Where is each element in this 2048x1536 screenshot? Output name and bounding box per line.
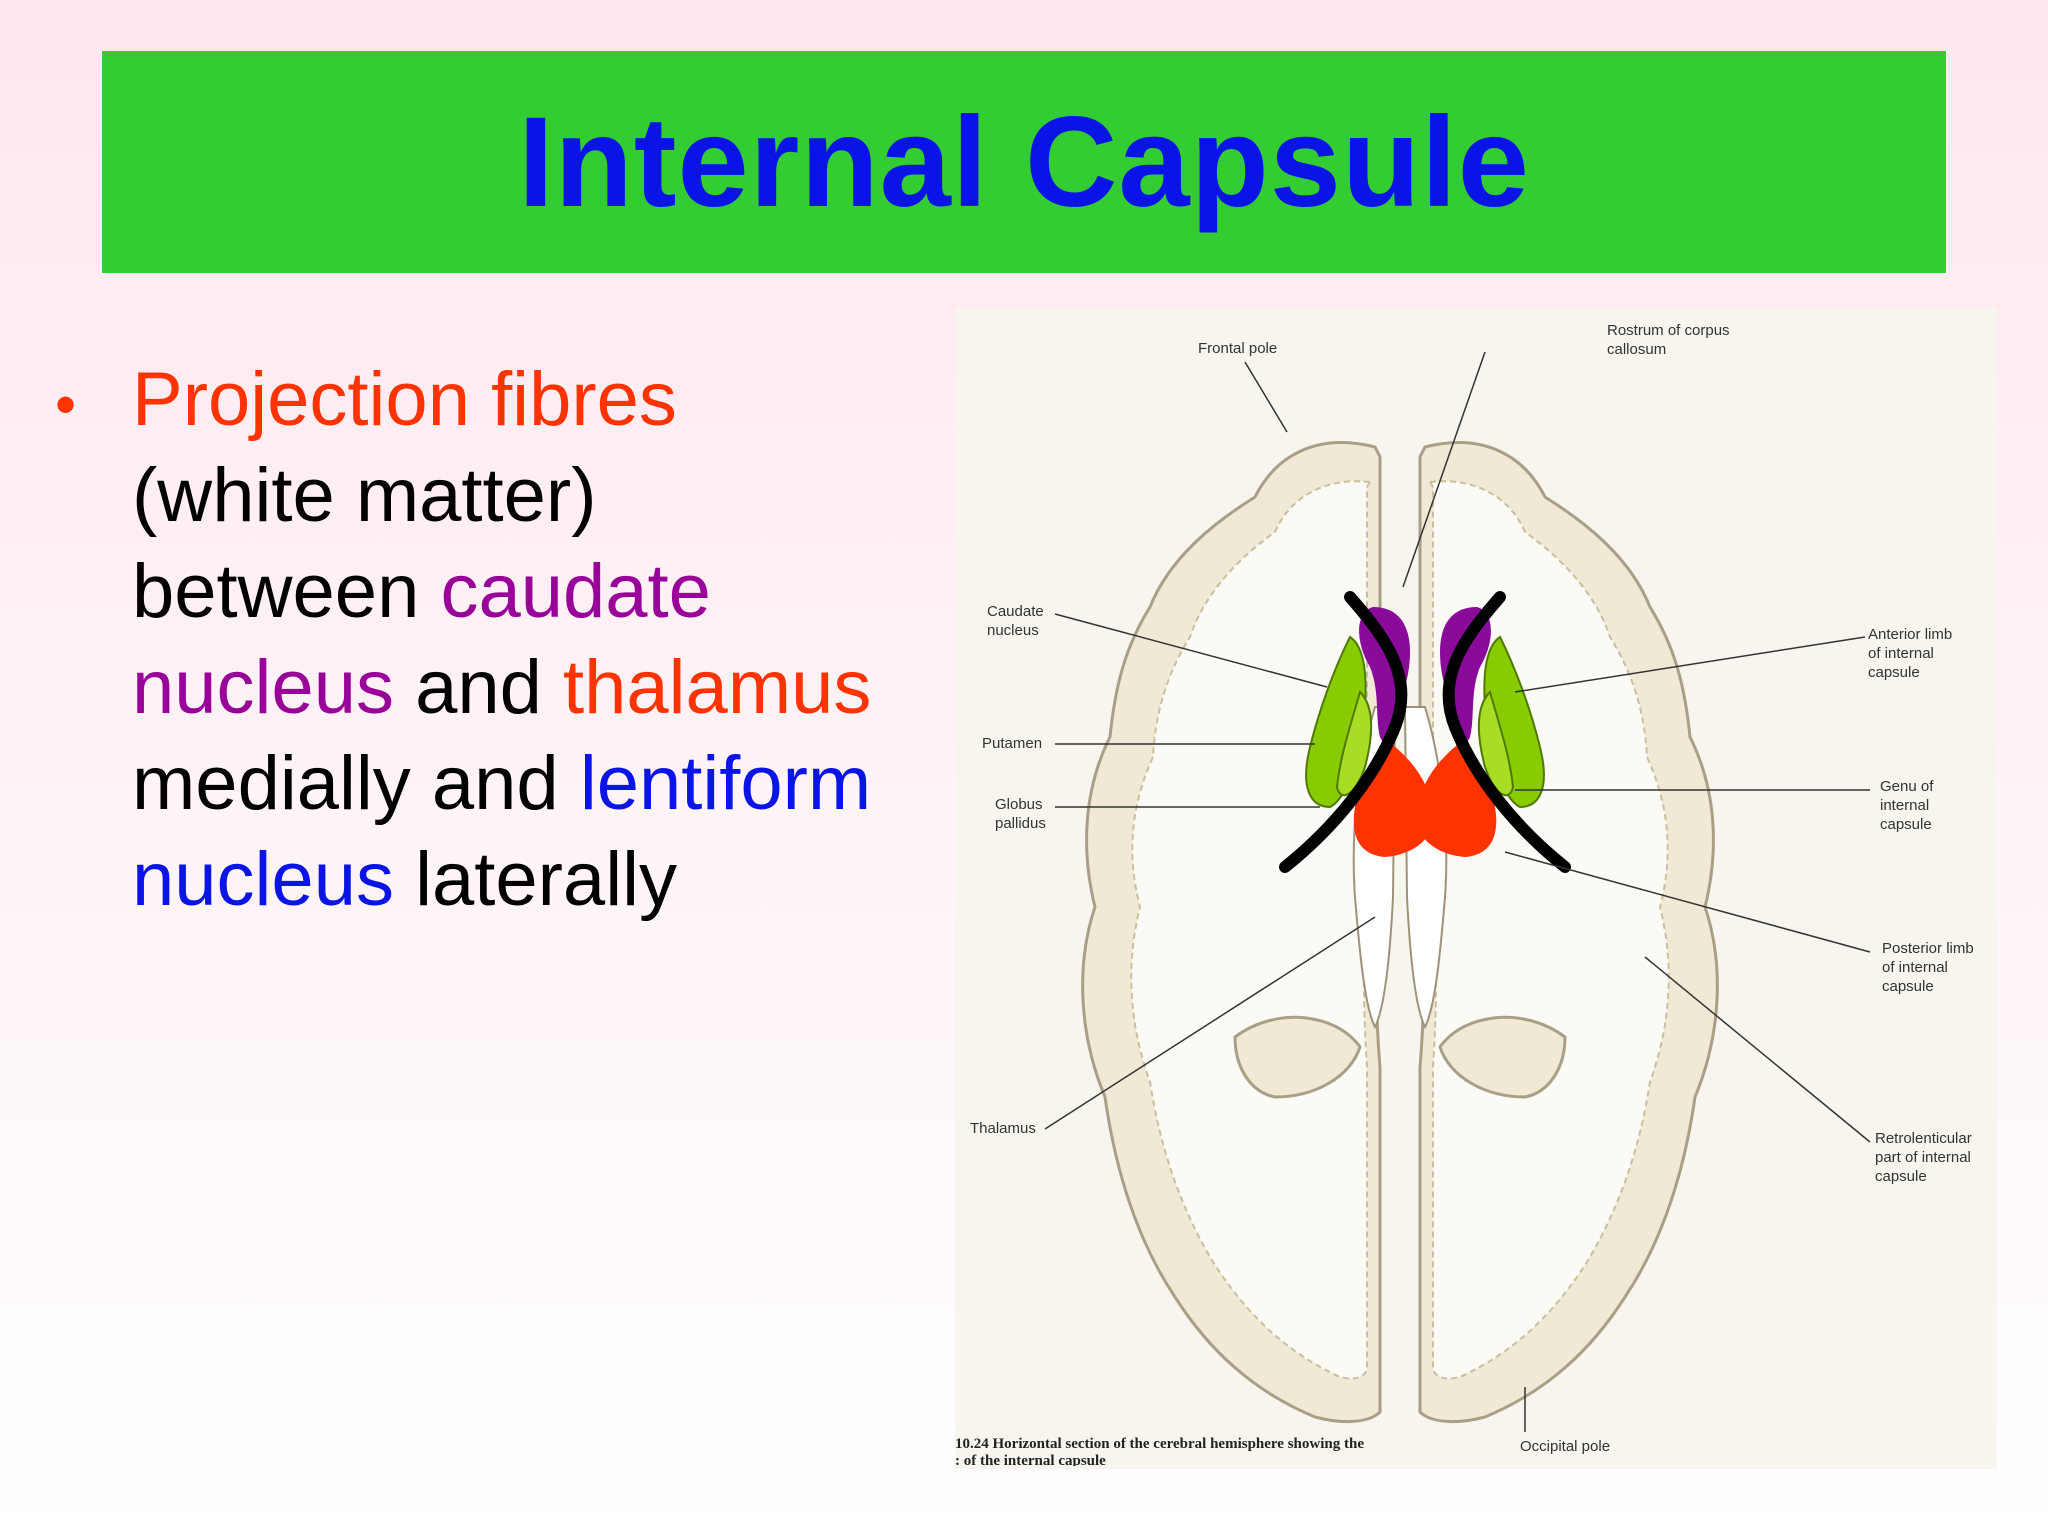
bullet-line: nucleus laterally bbox=[132, 832, 871, 928]
text-white-matter: (white matter) bbox=[132, 453, 597, 538]
text-caudate: caudate bbox=[440, 549, 711, 634]
label-occipital-pole: Occipital pole bbox=[1520, 1438, 1611, 1455]
figure-caption: 10.24 Horizontal section of the cerebral… bbox=[955, 1436, 1364, 1452]
text-projection-fibres: Projection fibres bbox=[132, 357, 677, 442]
leader-lines bbox=[1044, 351, 1871, 1432]
label-posterior-limb: Posterior limb of internal capsule bbox=[1882, 940, 1974, 995]
internal-capsule-lines bbox=[1279, 591, 1571, 873]
text-between: between bbox=[132, 549, 441, 634]
bullet-line: (white matter) bbox=[132, 448, 871, 544]
text-thalamus: thalamus bbox=[563, 645, 872, 730]
label-rostrum-corpus-callosum: Rostrum of corpus callosum bbox=[1607, 322, 1730, 358]
text-medially-and: medially and bbox=[132, 741, 580, 826]
figure-caption-line2: : of the internal capsule bbox=[955, 1454, 1106, 1466]
brain-section-figure: Frontal pole Rostrum of corpus callosum … bbox=[955, 307, 1997, 1469]
brain-diagram bbox=[1044, 351, 1871, 1432]
bullet-line: medially and lentiform bbox=[132, 736, 871, 832]
slide-title: Internal Capsule bbox=[518, 90, 1530, 234]
label-anterior-limb: Anterior limb of internal capsule bbox=[1868, 626, 1953, 681]
text-and: and bbox=[393, 645, 564, 730]
brain-outline bbox=[1081, 441, 1719, 1423]
bullet-line: nucleus and thalamus bbox=[132, 640, 871, 736]
title-bar: Internal Capsule bbox=[102, 51, 1946, 273]
label-thalamus: Thalamus bbox=[970, 1120, 1036, 1137]
text-laterally: laterally bbox=[393, 837, 677, 922]
label-globus-pallidus: Globus pallidus bbox=[995, 796, 1046, 832]
bullet-symbol: • bbox=[55, 371, 77, 438]
label-frontal-pole: Frontal pole bbox=[1198, 340, 1278, 357]
bullet-line: between caudate bbox=[132, 544, 871, 640]
text-nucleus-lentiform: nucleus bbox=[132, 837, 394, 922]
bullet-text: Projection fibres (white matter) between… bbox=[132, 352, 871, 928]
text-nucleus-caudate: nucleus bbox=[132, 645, 394, 730]
label-putamen: Putamen bbox=[982, 735, 1043, 752]
text-lentiform: lentiform bbox=[579, 741, 872, 826]
lentiform-nucleus-shape bbox=[1305, 635, 1545, 809]
bullet-line: Projection fibres bbox=[132, 352, 871, 448]
label-caudate-nucleus: Caudate nucleus bbox=[987, 603, 1044, 639]
label-retrolenticular: Retrolenticular part of internal capsule bbox=[1875, 1130, 1972, 1185]
label-genu: Genu of internal capsule bbox=[1880, 778, 1934, 833]
